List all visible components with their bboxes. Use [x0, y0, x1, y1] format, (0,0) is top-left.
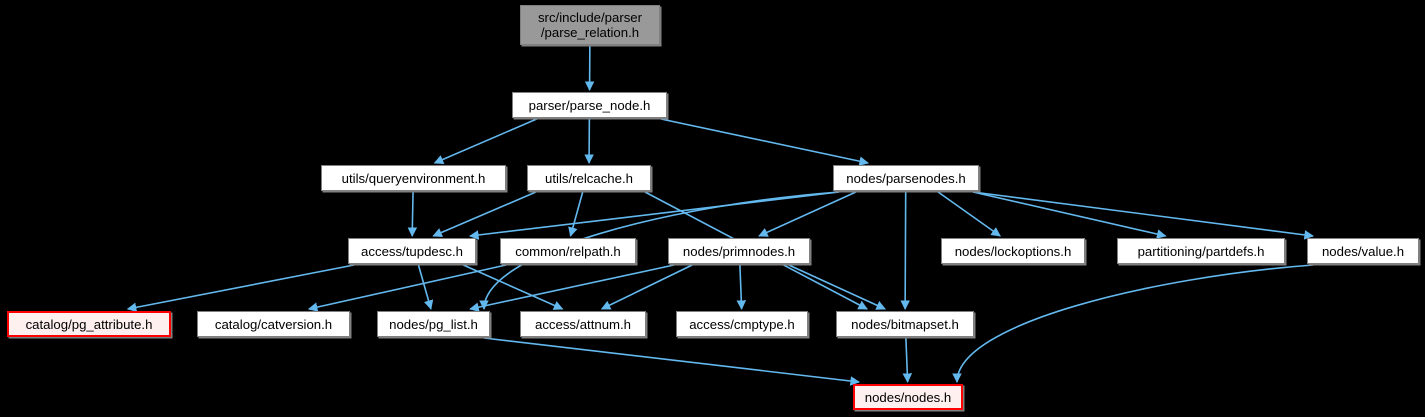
edge-parse_node-to-parsenodes [660, 118, 869, 166]
graph-node-lockoptions[interactable]: nodes/lockoptions.h [941, 238, 1085, 264]
graph-node-tupdesc[interactable]: access/tupdesc.h [348, 238, 476, 264]
edge-relpath-to-catversion [307, 264, 507, 312]
graph-node-bitmapset[interactable]: nodes/bitmapset.h [836, 311, 974, 337]
graph-node-primnodes[interactable]: nodes/primnodes.h [668, 238, 810, 264]
edge-relcache-to-relpath [568, 191, 584, 237]
graph-node-partdefs[interactable]: partitioning/partdefs.h [1117, 238, 1285, 264]
graph-node-parsenodes[interactable]: nodes/parsenodes.h [833, 165, 979, 191]
edge-primnodes-to-pg_list [469, 264, 675, 312]
edge-parse_node-to-queryenvironment [433, 118, 538, 164]
edge-parsenodes-to-partdefs [972, 191, 1167, 239]
graph-node-pg_list[interactable]: nodes/pg_list.h [377, 311, 490, 337]
graph-node-parse_node[interactable]: parser/parse_node.h [512, 92, 667, 118]
edge-parsenodes-to-lockoptions [937, 191, 1001, 237]
edge-tupdesc-to-pg_attribute [126, 264, 355, 313]
graph-node-parse_relation[interactable]: src/include/parser /parse_relation.h [520, 5, 660, 45]
edge-primnodes-to-bitmapset [788, 264, 886, 310]
graph-node-relpath[interactable]: common/relpath.h [500, 238, 636, 264]
edge-relcache-to-tupdesc [432, 191, 537, 238]
graph-node-relcache[interactable]: utils/relcache.h [527, 165, 651, 191]
edge-parsenodes-to-value [972, 191, 1314, 240]
graph-node-catversion[interactable]: catalog/catversion.h [197, 311, 350, 337]
edge-tupdesc-to-pg_list [417, 264, 434, 310]
edge-parsenodes-to-primnodes [758, 191, 857, 237]
edge-pg_list-to-nodes [483, 337, 860, 386]
graph-node-cmptype[interactable]: access/cmptype.h [676, 311, 808, 337]
edge-parsenodes-to-pg_list [479, 191, 840, 310]
edge-primnodes-to-cmptype [736, 264, 747, 310]
edge-parsenodes-to-bitmapset [900, 191, 910, 310]
edge-queryenvironment-to-tupdesc [407, 191, 418, 237]
graph-node-value[interactable]: nodes/value.h [1307, 238, 1419, 264]
edge-value-to-nodes [952, 264, 1314, 383]
edge-parsenodes-to-tupdesc [469, 191, 840, 240]
graph-node-queryenvironment[interactable]: utils/queryenvironment.h [321, 165, 506, 191]
edge-tupdesc-to-attnum [462, 264, 564, 310]
graph-node-pg_attribute[interactable]: catalog/pg_attribute.h [7, 311, 171, 337]
graph-node-attnum[interactable]: access/attnum.h [520, 311, 646, 337]
edge-primnodes-to-attnum [600, 264, 693, 310]
edge-bitmapset-to-nodes [902, 337, 913, 383]
graph-node-nodes[interactable]: nodes/nodes.h [853, 384, 963, 410]
